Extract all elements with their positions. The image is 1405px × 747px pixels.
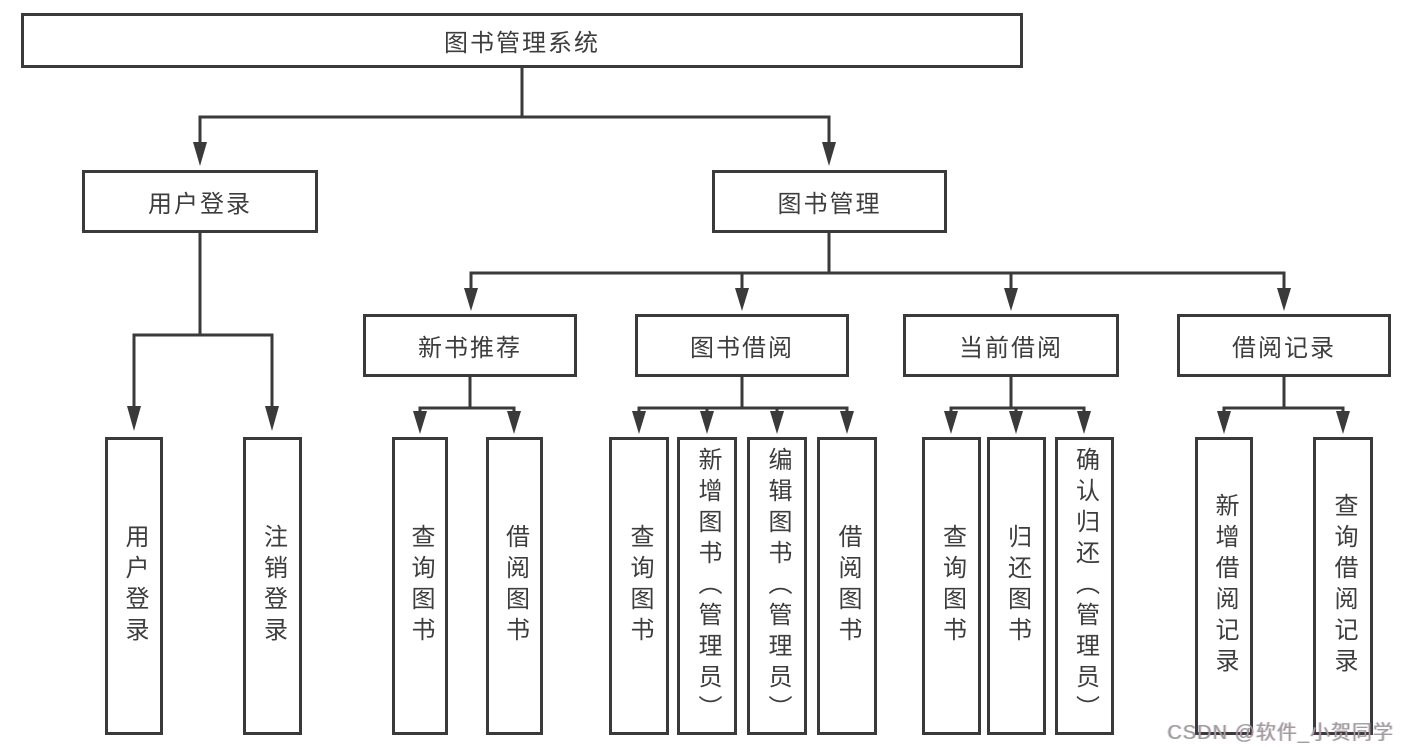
leaf-user-login: 用户登录 — [105, 437, 163, 735]
leaf-current-confirm-label: 确认归还（管理员） — [1071, 446, 1099, 726]
leaf-user-login-label: 用户登录 — [121, 524, 148, 648]
leaf-logout-label: 注销登录 — [259, 524, 287, 648]
leaf-borrow-query-label: 查询图书 — [626, 524, 653, 648]
leaf-newbooks-query: 查询图书 — [392, 437, 448, 735]
leaf-records-add-label: 新增借阅记录 — [1211, 493, 1238, 679]
connectors-current-borrow-to-leaves — [944, 377, 1091, 434]
leaf-borrow-edit-label: 编辑图书（管理员） — [764, 446, 791, 726]
leaf-current-confirm: 确认归还（管理员） — [1055, 437, 1114, 735]
node-root: 图书管理系统 — [21, 13, 1023, 68]
leaf-borrow-borrow-label: 借阅图书 — [834, 524, 861, 648]
node-borrow-records-label: 借阅记录 — [1232, 335, 1336, 362]
node-current-borrow-label: 当前借阅 — [959, 335, 1063, 362]
leaf-records-query-label: 查询借阅记录 — [1330, 493, 1357, 679]
node-book-mgmt: 图书管理 — [712, 170, 947, 233]
leaf-newbooks-borrow: 借阅图书 — [486, 437, 543, 735]
node-borrow-records: 借阅记录 — [1177, 314, 1391, 377]
leaf-records-query: 查询借阅记录 — [1313, 437, 1373, 735]
node-user-login: 用户登录 — [82, 170, 318, 233]
leaf-newbooks-query-label: 查询图书 — [407, 524, 434, 648]
leaf-current-query-label: 查询图书 — [938, 524, 966, 648]
connectors-book-mgmt-to-level2 — [464, 233, 1291, 311]
leaf-borrow-add: 新增图书（管理员） — [677, 437, 737, 735]
connectors-root-to-level1 — [193, 68, 836, 166]
leaf-borrow-query: 查询图书 — [609, 437, 669, 735]
node-new-books: 新书推荐 — [363, 314, 577, 377]
node-book-borrow-label: 图书借阅 — [690, 335, 794, 362]
node-new-books-label: 新书推荐 — [418, 335, 522, 362]
connectors-new-books-to-leaves — [413, 377, 521, 434]
leaf-current-return: 归还图书 — [987, 437, 1046, 735]
connectors-borrow-records-to-leaves — [1217, 377, 1350, 434]
leaf-current-return-label: 归还图书 — [1003, 524, 1031, 648]
node-user-login-label: 用户登录 — [148, 191, 252, 218]
leaf-borrow-edit: 编辑图书（管理员） — [747, 437, 807, 735]
node-current-borrow: 当前借阅 — [903, 314, 1119, 377]
leaf-borrow-add-label: 新增图书（管理员） — [694, 446, 721, 726]
watermark: CSDN @软件_小贺同学 — [1167, 722, 1394, 744]
leaf-newbooks-borrow-label: 借阅图书 — [501, 524, 529, 648]
leaf-records-add: 新增借阅记录 — [1195, 437, 1253, 735]
connectors-user-login-to-leaves — [127, 233, 279, 431]
node-book-borrow: 图书借阅 — [635, 314, 849, 377]
leaf-borrow-borrow: 借阅图书 — [817, 437, 877, 735]
node-book-mgmt-label: 图书管理 — [777, 191, 882, 218]
leaf-current-query: 查询图书 — [922, 437, 981, 735]
leaf-logout: 注销登录 — [243, 437, 302, 735]
node-root-label: 图书管理系统 — [444, 30, 600, 57]
connectors-book-borrow-to-leaves — [632, 377, 854, 434]
